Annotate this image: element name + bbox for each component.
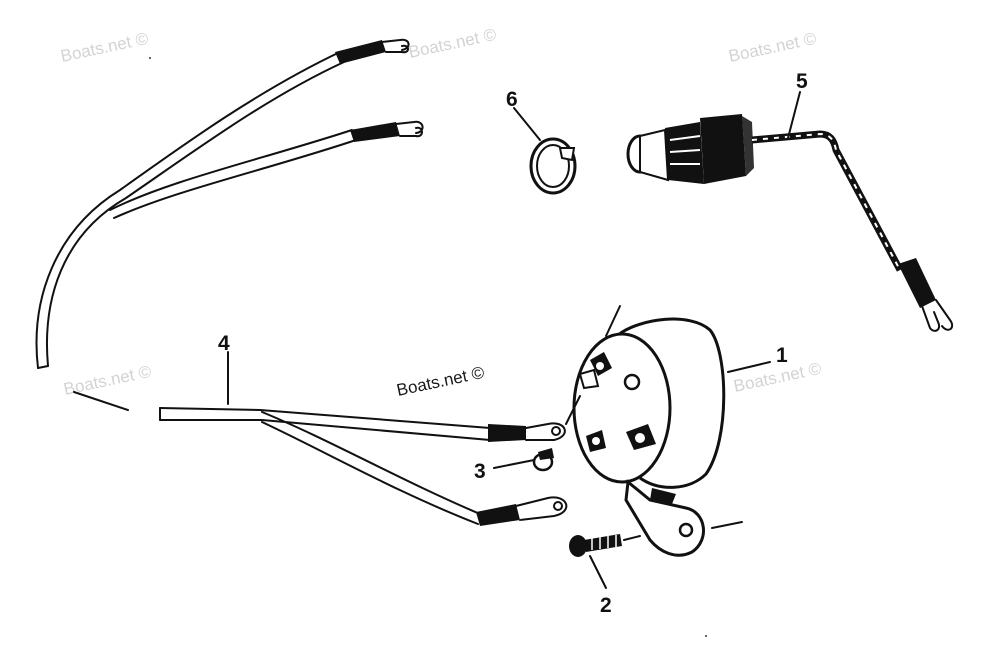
terminal-upper-b [350,120,424,142]
terminal-post-1 [590,352,612,376]
sender-bulb-part-5 [626,114,954,332]
retaining-ring-part-6 [529,137,577,195]
ring-terminal-b [476,496,568,526]
speck [519,519,521,521]
mounting-bracket [624,479,743,557]
terminal-post-3 [586,430,606,452]
callout-2: 2 [600,594,612,617]
watermark-top-right: Boats.net © [727,29,819,66]
terminal-post-2 [578,368,600,390]
watermark-top-center: Boats.net © [407,25,499,62]
callout-4: 4 [218,332,230,355]
speck [149,57,151,59]
callout-leader-lines [227,91,801,589]
watermark-top-left: Boats.net © [59,29,151,66]
callout-6: 6 [506,88,518,111]
mounting-screw-part-2 [569,534,641,557]
speck [705,635,707,637]
terminal-post-4 [626,424,656,450]
terminal-upper-a [335,38,410,64]
terminal-screw-part-3 [532,448,554,472]
upper-lead-wire-pair [35,38,424,369]
ring-terminal-a [488,422,566,442]
callout-1: 1 [776,344,788,367]
callout-3: 3 [474,460,486,483]
watermark-center: Boats.net © [395,363,487,400]
gauge-housing-part-1 [565,305,743,557]
lower-lead-wire-pair-part-4 [73,391,568,526]
callout-5: 5 [796,70,808,93]
